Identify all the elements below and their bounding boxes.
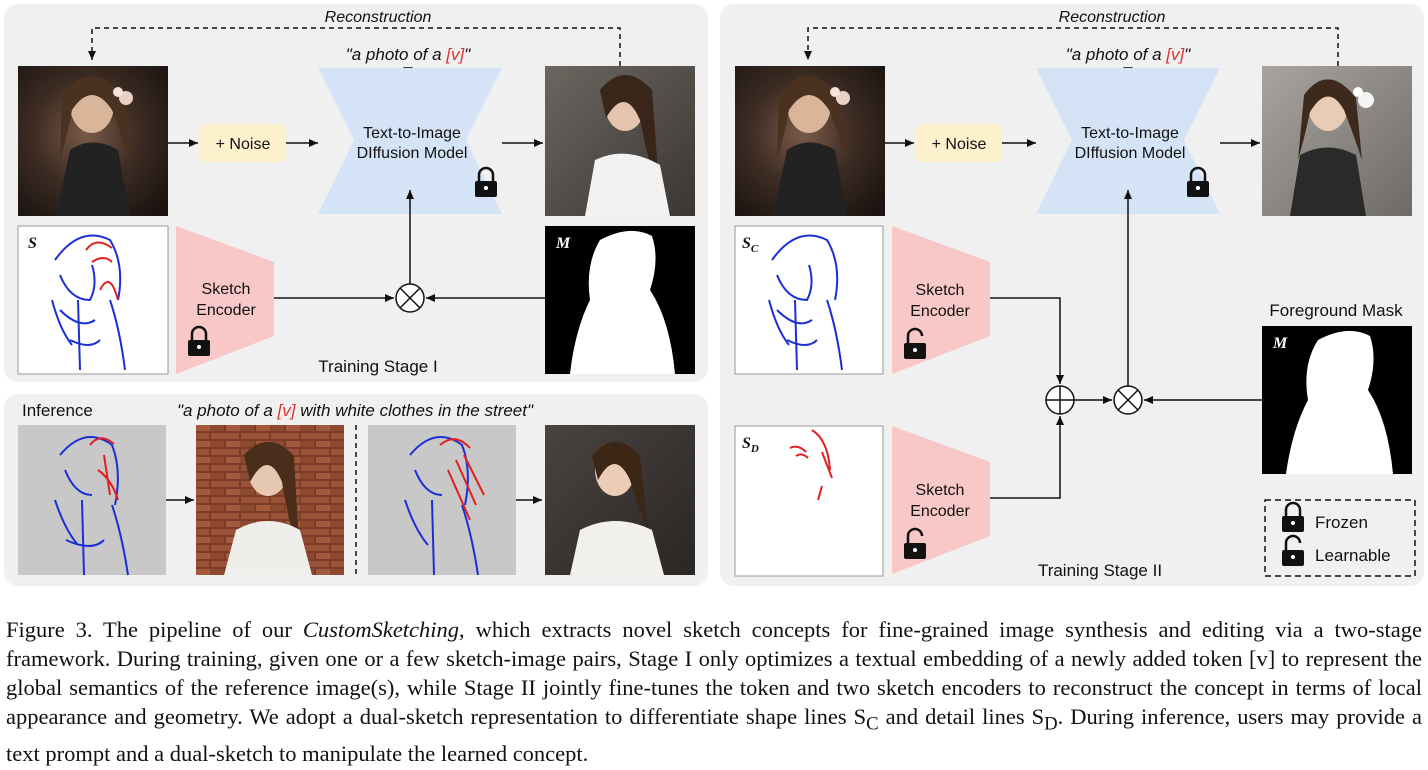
lock-closed-icon bbox=[1282, 501, 1304, 532]
model-label-line2: DIffusion Model bbox=[357, 145, 468, 162]
model-label-line2: DIffusion Model bbox=[1075, 145, 1186, 162]
mask-m-label: M bbox=[555, 235, 571, 252]
stage1-label: Training Stage I bbox=[318, 357, 437, 376]
inference-prompt: "a photo of a [v] with white clothes in … bbox=[177, 401, 534, 420]
sketch-encoder-stage1 bbox=[176, 226, 274, 374]
figure-caption: Figure 3. The pipeline of our CustomSket… bbox=[6, 617, 1422, 766]
arrow-sc-encoder-to-add bbox=[990, 297, 1064, 384]
legend-box bbox=[1264, 499, 1416, 577]
noise-box bbox=[916, 124, 1002, 162]
input-photo bbox=[735, 66, 885, 216]
lock-open-icon bbox=[1282, 534, 1304, 566]
legend-learnable-label: Learnable bbox=[1315, 546, 1391, 565]
model-label-line1: Text-to-Image bbox=[363, 125, 461, 142]
reconstruction-loop bbox=[88, 27, 621, 66]
encoder-label-line2: Encoder bbox=[196, 302, 256, 319]
legend-frozen-label: Frozen bbox=[1315, 513, 1368, 532]
lock-open-icon bbox=[904, 527, 926, 559]
stage2-label: Training Stage II bbox=[1038, 561, 1162, 580]
sketch-s bbox=[17, 225, 169, 375]
output-photo bbox=[545, 66, 695, 216]
diffusion-model bbox=[318, 68, 502, 214]
foreground-mask-label: Foreground Mask bbox=[1269, 301, 1403, 320]
diffusion-model bbox=[1036, 68, 1220, 214]
inference-result-2 bbox=[545, 425, 695, 575]
lock-closed-icon bbox=[1187, 166, 1209, 197]
input-photo bbox=[18, 66, 168, 216]
encoder-label-line1: Sketch bbox=[916, 482, 965, 499]
mask-m bbox=[1262, 326, 1412, 474]
encoder-label-line1: Sketch bbox=[916, 282, 965, 299]
sketch-sd bbox=[734, 425, 884, 577]
model-label-line1: Text-to-Image bbox=[1081, 125, 1179, 142]
noise-label: + Noise bbox=[932, 136, 987, 153]
reconstruction-label: Reconstruction bbox=[325, 9, 432, 26]
reconstruction-loop bbox=[804, 27, 1339, 66]
sketch-sd-label: SD bbox=[742, 435, 759, 455]
sketch-s-label: S bbox=[28, 235, 37, 252]
noise-label: + Noise bbox=[216, 136, 271, 153]
inference-label: Inference bbox=[22, 401, 93, 420]
lock-closed-icon bbox=[475, 166, 497, 197]
stage1-prompt: "a photo of a [v]" bbox=[346, 45, 472, 64]
inference-result-1 bbox=[196, 425, 344, 575]
noise-box bbox=[200, 124, 286, 162]
stage2-prompt: "a photo of a [v]" bbox=[1066, 45, 1192, 64]
output-photo bbox=[1262, 66, 1412, 216]
inference-sketch-1 bbox=[18, 425, 166, 576]
inference-sketch-2 bbox=[368, 425, 516, 576]
pipeline-figure: Reconstruction "a photo of a [v]" + Nois… bbox=[4, 4, 1424, 586]
encoder-label-line2: Encoder bbox=[910, 303, 970, 320]
arrow-sd-encoder-to-add bbox=[990, 416, 1064, 499]
mask-m bbox=[545, 226, 695, 374]
sketch-sc-label: SC bbox=[742, 235, 759, 255]
sketch-encoder-sc bbox=[892, 226, 990, 374]
mask-m-label: M bbox=[1272, 335, 1288, 352]
sketch-sc bbox=[734, 225, 884, 375]
reconstruction-label: Reconstruction bbox=[1059, 9, 1166, 26]
lock-open-icon bbox=[904, 327, 926, 359]
sketch-encoder-sd bbox=[892, 426, 990, 574]
encoder-label-line2: Encoder bbox=[910, 503, 970, 520]
encoder-label-line1: Sketch bbox=[202, 281, 251, 298]
lock-closed-icon bbox=[188, 325, 210, 356]
